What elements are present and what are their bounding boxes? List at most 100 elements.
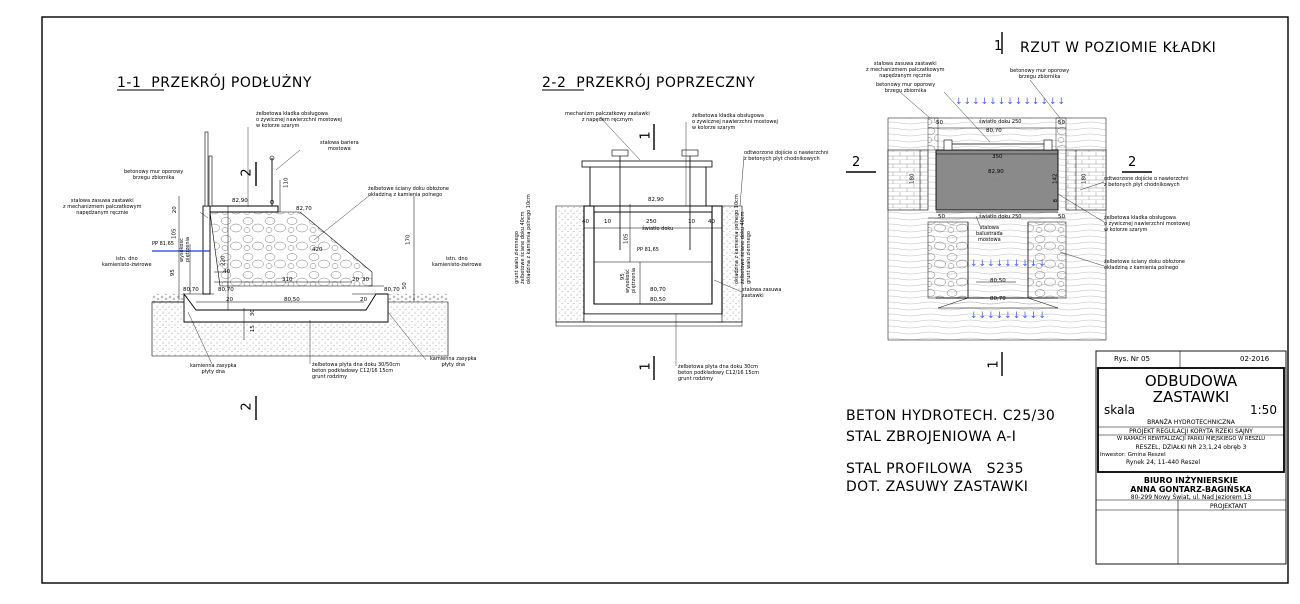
s11-dim-82-70: 82,70 (296, 206, 312, 212)
section-1-1-drawing (117, 89, 449, 420)
s11-dim-420: 420 (312, 247, 323, 253)
s22-dim-40b: 40 (708, 219, 715, 225)
s22-dim-80-70: 80,70 (650, 287, 666, 293)
s11-label-sciany: żelbetowe ściany doku obłożone okładziną… (368, 186, 450, 198)
s11-dim-80-70-c: 80,70 (384, 287, 400, 293)
plan-label-mur-left: betonowy mur oporowy brzegu zbiornika (876, 82, 936, 94)
plan-label-sciany: żelbetowe ściany doku obłożone okładziną… (1104, 259, 1186, 271)
s11-dim-110: 110 (283, 177, 290, 189)
spec-line-1: BETON HYDROTECH. C25/30 (846, 408, 1056, 424)
tb-skala-label: skala (1104, 403, 1136, 417)
s11-label-dno-right: istn. dno kamienisto-żwirowe (432, 256, 482, 268)
plan-view-heading: RZUT W POZIOMIE KŁADKI (1020, 41, 1216, 55)
tb-biuro-3: 80-299 Nowy Świat, ul. Nad Jeziorem 13 (1130, 494, 1252, 501)
tb-projekt-line-2: W RAMACH REWITALIZACJI PARKU MIEJSKIEGO … (1116, 436, 1266, 442)
s11-label-pp: PP 81,65 (152, 241, 174, 247)
tb-title-2: ZASTAWKI (1152, 388, 1230, 406)
s22-label-plyta: żelbetowa płyta dna doku 30cm beton podk… (678, 364, 760, 382)
plan-dim-80-70a: 80,70 (986, 128, 1002, 134)
tb-date: 02-2016 (1240, 355, 1270, 363)
s11-label-kladka: żelbetowa kładka obsługowa o zywicznej n… (256, 111, 342, 129)
section-marker-1-bottom: 1 (638, 362, 654, 371)
section-2-2-title: PRZEKRÓJ POPRZECZNY (576, 75, 756, 91)
section-2-2-drawing (542, 89, 745, 380)
plan-dim-50b: 50 (1058, 120, 1065, 126)
s11-dim-80-70-a: 80,70 (183, 287, 199, 293)
s22-label-grunt-left: grunt wału ziemnego żelbetowe ściane dok… (514, 194, 532, 284)
plan-dim-8: 8 (1053, 199, 1059, 203)
plan-dim-180b: 180 (1081, 173, 1088, 185)
tb-rys-number: Rys. Nr 05 (1114, 355, 1150, 363)
s22-dim-250: 250 (646, 219, 657, 225)
tb-skala: 1:50 (1250, 403, 1277, 417)
s22-dim-105: 105 (623, 233, 630, 245)
tb-projekt-line-3: RESZEL, DZIAŁKI NR 23,1,24 obręb 3 (1135, 444, 1247, 451)
s22-dim-95: 95 (619, 273, 626, 281)
plan-dim-50d: 50 (1058, 214, 1065, 220)
s11-dim-40: 40 (223, 269, 230, 275)
section-marker-2-plan-right: 2 (1128, 155, 1137, 170)
plan-dim-82-90: 82,90 (988, 169, 1004, 175)
plan-dim-50a: 50 (936, 120, 943, 126)
s11-dim-20b: 20 (352, 277, 359, 283)
plan-label-dojscie: odtworzone dojście o nawierzchni z beton… (1104, 176, 1189, 188)
s11-dim-15: 15 (249, 325, 256, 333)
s22-label-grunt-right: okładzina z kamienia polnego 10cm żelbet… (734, 194, 752, 284)
s11-dim-30: 30 (362, 277, 369, 283)
s11-dim-20d: 20 (360, 297, 367, 303)
tb-biuro-2: ANNA GONTARZ-BAGIŃSKA (1130, 485, 1252, 494)
section-1-1-number: 1-1 (117, 75, 142, 91)
spec-line-3: STAL PROFILOWA S235 (846, 461, 1024, 477)
plan-view-title: RZUT W POZIOMIE KŁADKI (1020, 40, 1217, 56)
s11-dim-20a: 20 (171, 206, 178, 214)
s11-dim-30b: 30 (249, 309, 256, 317)
plan-dim-350: 350 (992, 154, 1003, 160)
tb-biuro-1: BIURO INŻYNIERSKIE (1143, 476, 1239, 485)
s11-label-zasypka-left: kamienna zasypka płyty dna (190, 363, 237, 375)
section-marker-1-plan-bottom: 1 (986, 360, 1002, 369)
s11-dim-95: 95 (169, 269, 176, 277)
plan-label-zasuwa: stalowa zasuwa zastawki z mechanizmem pa… (866, 61, 945, 79)
tb-title-1: ODBUDOWA (1144, 372, 1238, 390)
s11-label-mur: betonowy mur oporowy brzegu zbiornika (124, 169, 184, 181)
s11-label-bariera: stalowa bariera mostowa (320, 140, 359, 152)
s11-label-plyta: żelbetowa płyta dna doku 30/50cm beton p… (312, 362, 401, 380)
s11-dim-82-90: 82,90 (232, 198, 248, 204)
plan-deck (935, 149, 1059, 211)
section-1-1-title: PRZEKRÓJ PODŁUŻNY (151, 75, 312, 91)
s22-label-pp: PP 81,65 (637, 247, 659, 253)
s22-dim-10a: 10 (604, 219, 611, 225)
section-marker-2-bottom: 2 (239, 402, 255, 411)
s22-label-zasuwa: stalowa zasuwa zastawki (742, 287, 782, 299)
spec-line-2: STAL ZBROJENIOWA A-I (846, 429, 1017, 445)
section-1-1-heading: 1-1 PRZEKRÓJ PODŁUŻNY (117, 76, 312, 90)
tb-adres: Rynek 24, 11-440 Reszel (1126, 459, 1201, 466)
plan-label-swiatlo-bottom: światło doku 250 (979, 214, 1022, 220)
s11-dim-80-70-b: 80,70 (218, 287, 234, 293)
s11-label-zasuwa: stalowa zasuwa zastawki z mechanizmem pa… (63, 198, 142, 216)
spec-line-4: DOT. ZASUWY ZASTAWKI (846, 479, 1029, 495)
plan-flow-arrows-top: ↓↓↓↓↓↓↓↓↓↓↓↓↓ (955, 97, 1067, 107)
s22-dim-82-90: 82,90 (648, 197, 664, 203)
s22-label-dojscie: odtworzone dojście o nawierzchni z beton… (744, 150, 829, 162)
plan-label-mur-top: betonowy mur oporowy brzegu zbiornika (1010, 68, 1070, 80)
sheet-frame (41, 16, 1289, 584)
s22-label-wysokosc: wysokość piętrzenia (625, 268, 637, 293)
plan-dim-180a: 180 (909, 173, 916, 185)
s11-dim-310: 310 (282, 277, 293, 283)
s11-label-wysokosc: wysokość piętrzenia (179, 237, 191, 262)
plan-flow-arrows-mid: ↓↓↓↓↓↓↓↓↓ (970, 259, 1047, 269)
plan-label-swiatlo-top: światło doku 250 (979, 119, 1022, 125)
s22-label-swiatlo: światło doku (642, 226, 674, 232)
s11-dim-220: 220 (220, 255, 227, 267)
s11-dim-20c: 20 (226, 297, 233, 303)
s22-dim-40a: 40 (582, 219, 589, 225)
plan-flow-arrows-bottom: ↓↓↓↓↓↓↓↓↓ (970, 311, 1047, 321)
s22-dim-10b: 10 (688, 219, 695, 225)
section-2-2-number: 2-2 (542, 75, 567, 91)
s22-dim-80-50: 80,50 (650, 297, 666, 303)
tb-inwestor: Inwestor: Gmina Reszel (1100, 452, 1166, 458)
plan-dim-80-70b: 80,70 (990, 296, 1006, 302)
s11-dim-170: 170 (405, 234, 412, 246)
